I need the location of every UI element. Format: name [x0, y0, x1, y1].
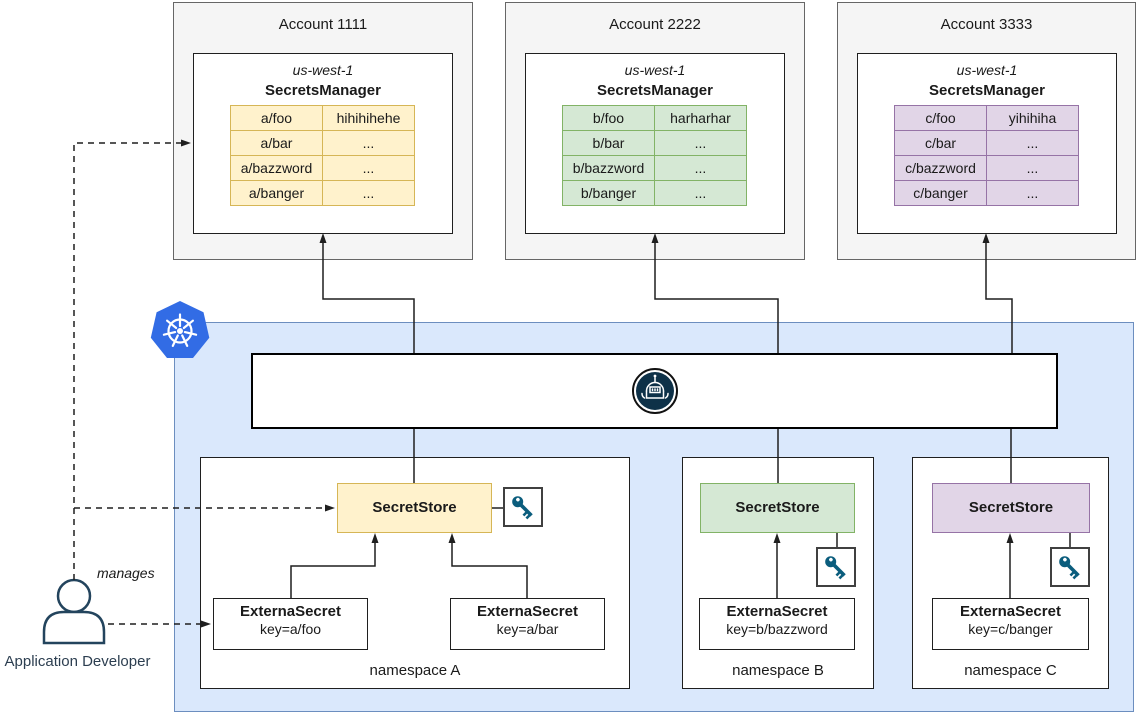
secret-key-cell: b/bar: [562, 130, 655, 156]
secret-value-cell: ...: [322, 180, 415, 206]
service-label: SecretsManager: [265, 82, 381, 99]
key-icon: [1059, 556, 1080, 580]
external-secret-title: ExternaSecret: [240, 603, 341, 620]
namespace-label: namespace B: [732, 662, 824, 679]
account-title: Account 3333: [940, 16, 1033, 33]
secret-store-b: SecretStore: [700, 483, 855, 533]
secret-key-cell: c/banger: [894, 180, 987, 206]
secret-value-cell: ...: [654, 130, 747, 156]
region-label: us-west-1: [292, 62, 354, 78]
secret-key-cell: a/bar: [230, 130, 323, 156]
table-row: b/foo harharhar: [562, 105, 748, 131]
secret-key-cell: a/foo: [230, 105, 323, 131]
account-title: Account 1111: [278, 16, 368, 33]
external-secret-b-bazzword: ExternaSecret key=b/bazzword: [699, 598, 855, 650]
table-row: c/bar ...: [894, 130, 1080, 156]
secret-value-cell: ...: [654, 180, 747, 206]
secret-key-cell: c/foo: [894, 105, 987, 131]
namespace-label: namespace A: [369, 662, 461, 679]
namespace-label: namespace C: [964, 662, 1057, 679]
external-secrets-operator-icon: [632, 368, 678, 414]
external-secret-title: ExternaSecret: [726, 603, 828, 620]
account-box-1111: Account 1111 us-west-1 SecretsManager a/…: [173, 2, 473, 260]
secret-store-c: SecretStore: [932, 483, 1090, 533]
external-secret-key: key=a/foo: [259, 621, 322, 637]
secret-value-cell: yihihiha: [986, 105, 1079, 131]
service-label: SecretsManager: [929, 82, 1045, 99]
external-secret-key: key=b/bazzword: [726, 621, 828, 637]
secrets-table: c/foo yihihiha c/bar ... c/bazzword ... …: [894, 105, 1080, 206]
table-row: a/bar ...: [230, 130, 416, 156]
table-row: b/banger ...: [562, 180, 748, 206]
external-secret-title: ExternaSecret: [960, 603, 1061, 620]
secret-value-cell: ...: [322, 155, 415, 181]
region-label: us-west-1: [624, 62, 686, 78]
kubernetes-icon: [150, 301, 210, 358]
secret-store-a: SecretStore: [337, 483, 492, 533]
secret-key-cell: a/bazzword: [230, 155, 323, 181]
account-box-2222: Account 2222 us-west-1 SecretsManager b/…: [505, 2, 805, 260]
service-label: SecretsManager: [597, 82, 713, 99]
secret-value-cell: ...: [986, 130, 1079, 156]
secret-key-cell: b/bazzword: [562, 155, 655, 181]
key-icon: [825, 556, 846, 580]
region-box: us-west-1 SecretsManager c/foo yihihiha …: [857, 53, 1117, 234]
secret-value-cell: ...: [654, 155, 747, 181]
external-secret-title: ExternaSecret: [477, 603, 578, 620]
secret-value-cell: ...: [986, 155, 1079, 181]
account-box-3333: Account 3333 us-west-1 SecretsManager c/…: [837, 2, 1136, 260]
secret-key-cell: b/foo: [562, 105, 655, 131]
table-row: a/foo hihihihehe: [230, 105, 416, 131]
manages-edge-label: manages: [97, 565, 155, 581]
secret-value-cell: hihihihehe: [322, 105, 415, 131]
external-secret-a-bar: ExternaSecret key=a/bar: [450, 598, 605, 650]
region-label: us-west-1: [956, 62, 1018, 78]
secret-key-cell: c/bazzword: [894, 155, 987, 181]
secret-key-cell: a/banger: [230, 180, 323, 206]
external-secret-key: key=a/bar: [496, 621, 559, 637]
account-title: Account 2222: [609, 16, 701, 33]
application-developer-icon: [42, 578, 106, 645]
secret-key-cell: c/bar: [894, 130, 987, 156]
key-box-a: [503, 487, 543, 527]
table-row: b/bar ...: [562, 130, 748, 156]
table-row: b/bazzword ...: [562, 155, 748, 181]
table-row: c/bazzword ...: [894, 155, 1080, 181]
secret-value-cell: ...: [986, 180, 1079, 206]
secrets-table: b/foo harharhar b/bar ... b/bazzword ...…: [562, 105, 748, 206]
secrets-table: a/foo hihihihehe a/bar ... a/bazzword ..…: [230, 105, 416, 206]
secret-value-cell: harharhar: [654, 105, 747, 131]
table-row: c/banger ...: [894, 180, 1080, 206]
external-secret-c-banger: ExternaSecret key=c/banger: [932, 598, 1089, 650]
key-box-c: [1050, 547, 1090, 587]
application-developer-label: Application Developer: [4, 653, 151, 670]
table-row: a/banger ...: [230, 180, 416, 206]
key-box-b: [816, 547, 856, 587]
external-secret-a-foo: ExternaSecret key=a/foo: [213, 598, 368, 650]
secret-value-cell: ...: [322, 130, 415, 156]
region-box: us-west-1 SecretsManager a/foo hihihiheh…: [193, 53, 453, 234]
key-icon: [512, 496, 533, 520]
secret-key-cell: b/banger: [562, 180, 655, 206]
table-row: c/foo yihihiha: [894, 105, 1080, 131]
table-row: a/bazzword ...: [230, 155, 416, 181]
region-box: us-west-1 SecretsManager b/foo harharhar…: [525, 53, 785, 234]
external-secret-key: key=c/banger: [968, 621, 1053, 637]
